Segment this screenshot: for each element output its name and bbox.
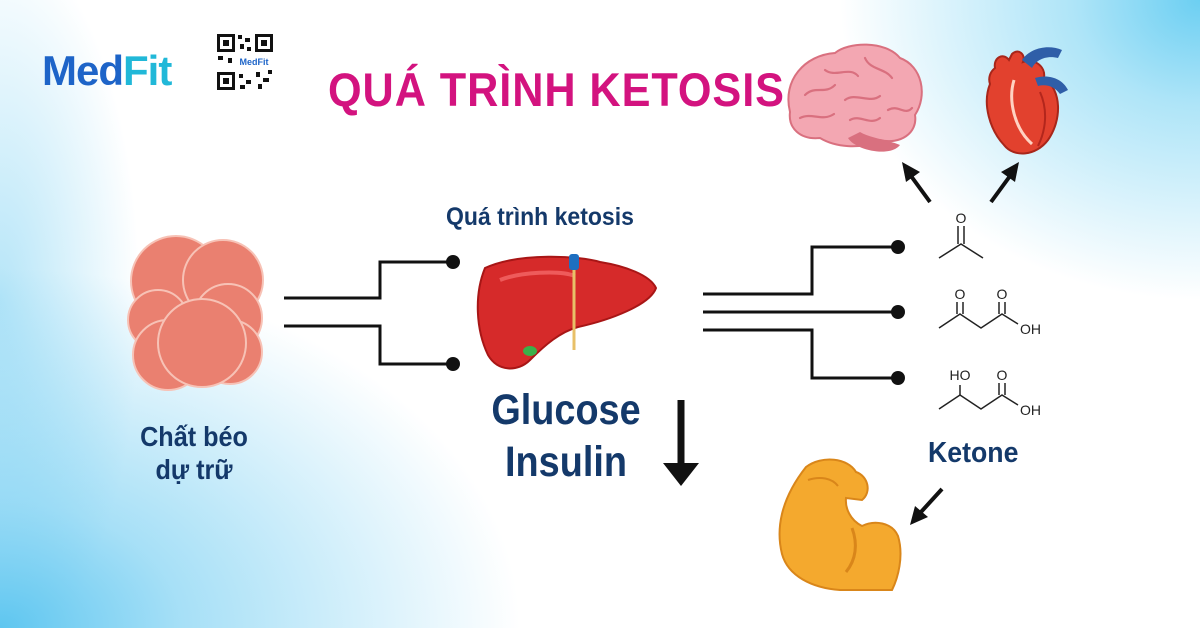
- ketone-label: Ketone: [928, 437, 1019, 469]
- acetone-structure: O: [938, 210, 984, 259]
- connector-dot: [446, 255, 460, 269]
- qr-code-icon[interactable]: MedFit: [216, 33, 274, 91]
- fat-cells-icon: [127, 235, 264, 391]
- connector-dot: [446, 357, 460, 371]
- chem-oh: OH: [1020, 321, 1041, 337]
- muscle-arm-icon: [778, 458, 902, 591]
- medfit-logo[interactable]: MedFit: [42, 47, 172, 94]
- fat-to-liver-connectors: [284, 260, 453, 366]
- stored-fat-label-line1: Chất béo: [140, 421, 248, 452]
- stored-fat-label: Chất béo dự trữ: [126, 420, 263, 486]
- stored-fat-label-line2: dự trữ: [155, 454, 233, 486]
- chem-o: O: [997, 286, 1008, 302]
- chem-ho: HO: [950, 367, 971, 383]
- arrow-to-muscle: [910, 487, 944, 525]
- insulin-label: Insulin: [505, 437, 627, 486]
- chem-o: O: [955, 286, 966, 302]
- liver-icon: [476, 254, 658, 370]
- page-title: QUÁ TRÌNH KETOSIS: [328, 63, 785, 116]
- arrow-to-brain: [902, 162, 932, 204]
- chem-o: O: [956, 210, 967, 226]
- qr-label: MedFit: [240, 57, 269, 67]
- connector-dot: [891, 240, 905, 254]
- chem-o: O: [997, 367, 1008, 383]
- hydroxybutyrate-structure: HO O OH: [938, 367, 1041, 418]
- chem-oh: OH: [1020, 402, 1041, 418]
- arrow-to-heart: [989, 162, 1019, 204]
- down-arrow-icon: [663, 400, 699, 486]
- process-label: Quá trình ketosis: [446, 203, 634, 231]
- glucose-insulin-label: Glucose Insulin: [455, 385, 677, 488]
- connector-dot: [891, 371, 905, 385]
- glucose-label: Glucose: [491, 386, 641, 434]
- brain-icon: [787, 43, 923, 152]
- heart-icon: [985, 47, 1068, 155]
- liver-to-ketone-connectors: [703, 245, 898, 380]
- acetoacetate-structure: O O OH: [938, 286, 1041, 337]
- connector-dot: [891, 305, 905, 319]
